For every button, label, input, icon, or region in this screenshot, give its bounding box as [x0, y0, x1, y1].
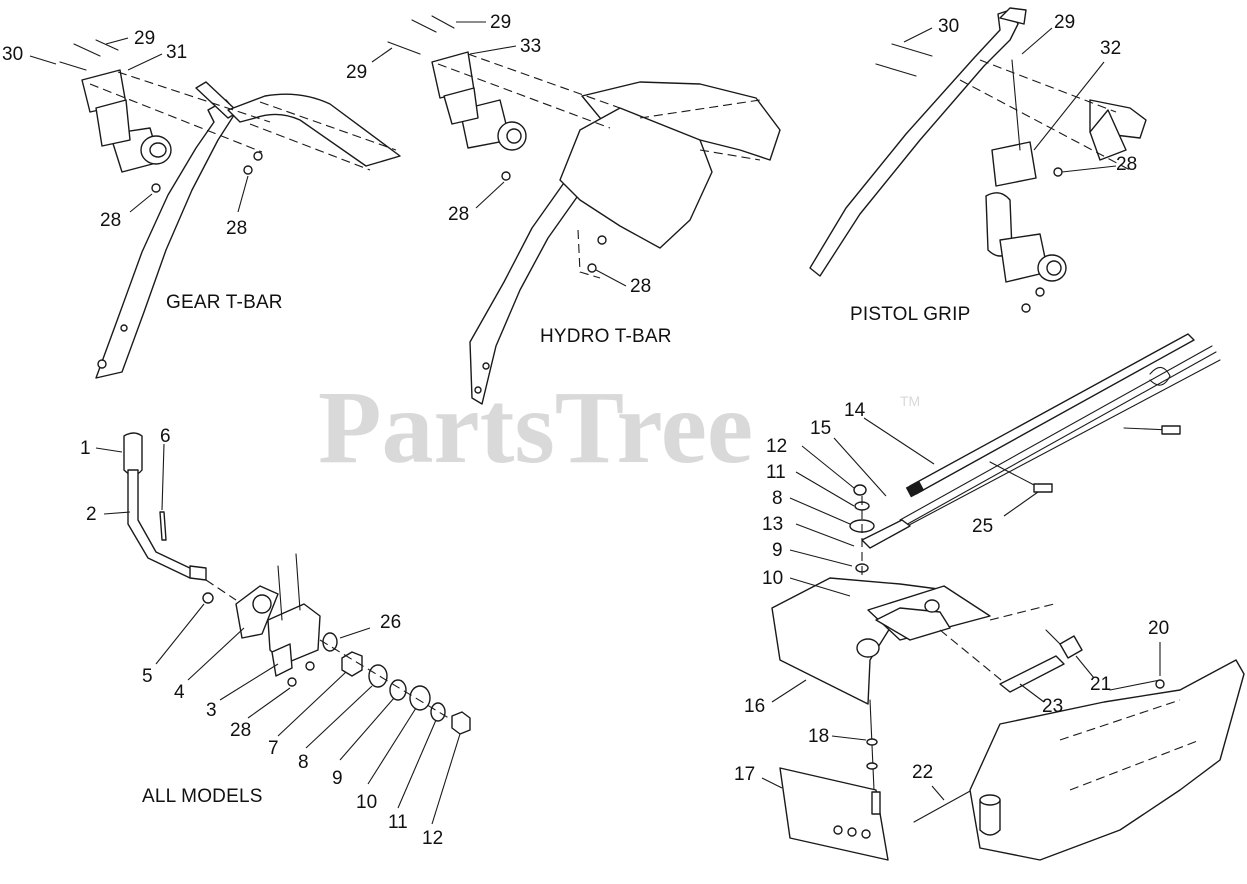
- callout-all-26: 26: [380, 612, 401, 633]
- leader-lines: [29, 21, 1161, 825]
- callout-labels: 30 29 31 28 28 GEAR T-BAR 29 29 33 28 28…: [2, 12, 1169, 849]
- watermark-trademark: TM: [900, 393, 920, 409]
- callout-hydro-28b: 28: [630, 276, 651, 297]
- callout-link-20: 20: [1148, 618, 1169, 639]
- callout-pistol-29: 29: [1054, 12, 1075, 33]
- callout-link-14: 14: [844, 400, 866, 421]
- callout-gear-28a: 28: [100, 210, 121, 231]
- callout-link-11: 11: [766, 462, 786, 483]
- gear-t-bar-assembly: [59, 39, 401, 379]
- callout-all-8: 8: [298, 752, 309, 773]
- all-models-assembly: [123, 432, 471, 735]
- callout-gear-28b: 28: [226, 218, 247, 239]
- callout-hydro-33: 33: [520, 36, 541, 57]
- callout-gear-30: 30: [2, 44, 23, 65]
- callout-all-9: 9: [332, 768, 343, 789]
- callout-link-21: 21: [1090, 674, 1111, 695]
- callout-all-6: 6: [160, 426, 171, 447]
- callout-all-5: 5: [142, 666, 153, 687]
- callout-hydro-29b: 29: [346, 62, 367, 83]
- callout-link-13: 13: [762, 514, 783, 535]
- callout-link-12: 12: [766, 436, 787, 457]
- callout-all-28: 28: [230, 720, 251, 741]
- callout-all-11: 11: [388, 812, 408, 833]
- control-linkage-assembly: [771, 333, 1245, 861]
- callout-hydro-29a: 29: [490, 12, 511, 33]
- callout-link-16: 16: [744, 696, 765, 717]
- callout-all-4: 4: [174, 682, 185, 703]
- callout-link-8: 8: [772, 488, 783, 509]
- callout-all-2: 2: [86, 504, 97, 525]
- callout-pistol-32: 32: [1100, 38, 1121, 59]
- callout-link-25: 25: [972, 516, 993, 537]
- caption-all-models: ALL MODELS: [142, 786, 263, 807]
- callout-all-1: 1: [80, 438, 91, 459]
- caption-pistol-grip: PISTOL GRIP: [850, 304, 970, 325]
- callout-all-7: 7: [268, 738, 279, 759]
- callout-link-15: 15: [810, 418, 831, 439]
- callout-all-10: 10: [356, 792, 377, 813]
- callout-pistol-30: 30: [938, 16, 959, 37]
- hydro-t-bar-assembly: [387, 15, 781, 405]
- callout-link-10: 10: [762, 568, 783, 589]
- callout-link-17: 17: [734, 764, 755, 785]
- pistol-grip-assembly: [809, 7, 1147, 313]
- caption-hydro-t-bar: HYDRO T-BAR: [540, 326, 672, 347]
- callout-pistol-28: 28: [1116, 154, 1137, 175]
- callout-gear-31: 31: [166, 42, 187, 63]
- callout-gear-29: 29: [134, 28, 155, 49]
- callout-link-18: 18: [808, 726, 829, 747]
- callout-hydro-28a: 28: [448, 204, 469, 225]
- callout-link-23: 23: [1042, 696, 1063, 717]
- callout-link-22: 22: [912, 762, 933, 783]
- callout-link-9: 9: [772, 540, 783, 561]
- watermark-text: PartsTree: [318, 370, 753, 485]
- caption-gear-t-bar: GEAR T-BAR: [166, 292, 283, 313]
- callout-all-12: 12: [422, 828, 443, 849]
- callout-all-3: 3: [206, 700, 217, 721]
